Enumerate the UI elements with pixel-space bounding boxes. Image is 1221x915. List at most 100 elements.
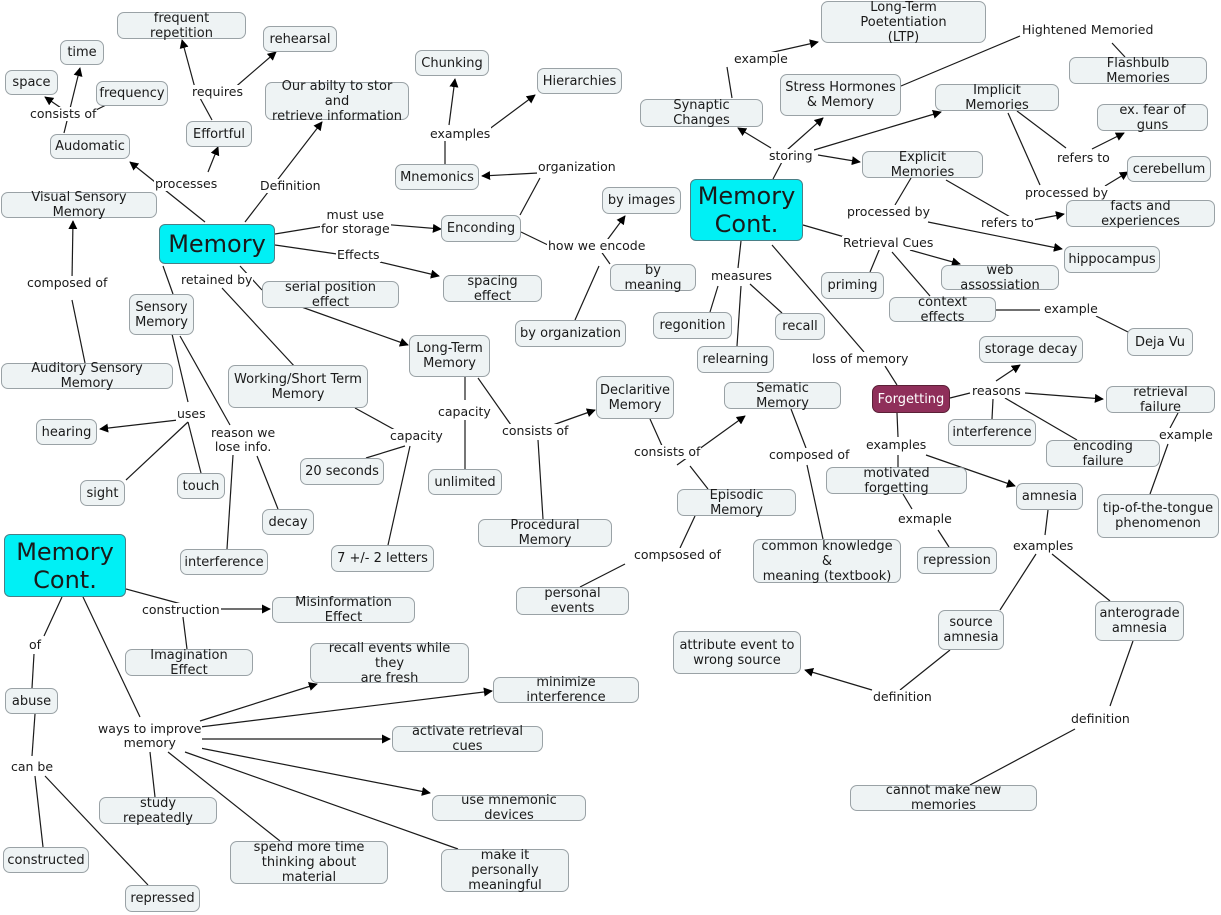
time-node[interactable]: time bbox=[60, 40, 104, 65]
by-images-node[interactable]: by images bbox=[602, 187, 681, 214]
abuse-node[interactable]: abuse bbox=[5, 688, 58, 714]
frequent-repetition-node[interactable]: frequent repetition bbox=[117, 11, 246, 41]
frequency-node[interactable]: frequency bbox=[96, 81, 168, 106]
context-effects-node[interactable]: context effects bbox=[889, 295, 996, 325]
interference-node-2[interactable]: interference bbox=[948, 419, 1036, 446]
memory-cont-node-1[interactable]: Memory Cont. bbox=[690, 179, 803, 241]
cannot-make-node[interactable]: cannot make new memories bbox=[850, 783, 1037, 813]
long-term-node[interactable]: Long-Term Memory bbox=[409, 335, 490, 377]
constructed-node[interactable]: constructed bbox=[3, 847, 89, 873]
hearing-node[interactable]: hearing bbox=[36, 419, 97, 445]
procedural-node[interactable]: Procedural Memory bbox=[478, 518, 612, 548]
visual-sensory-node[interactable]: Visual Sensory Memory bbox=[1, 190, 157, 220]
processed-by-label-2: processed by bbox=[846, 204, 931, 219]
twenty-seconds-node[interactable]: 20 seconds bbox=[300, 458, 384, 485]
connector-line bbox=[63, 67, 83, 134]
recall-node[interactable]: recall bbox=[775, 313, 825, 340]
encoding-failure-node[interactable]: encoding failure bbox=[1046, 439, 1160, 469]
connector-line bbox=[1149, 443, 1169, 495]
flashbulb-node[interactable]: Flashbulb Memories bbox=[1069, 56, 1207, 86]
by-organization-node[interactable]: by organization bbox=[515, 320, 626, 347]
processed-by-label-1: processed by bbox=[1024, 185, 1109, 200]
repressed-node[interactable]: repressed bbox=[125, 885, 200, 912]
priming-node[interactable]: priming bbox=[821, 272, 884, 299]
use-mnemonic-node[interactable]: use mnemonic devices bbox=[432, 793, 586, 823]
rehearsal-node[interactable]: rehearsal bbox=[263, 26, 337, 52]
decay-node[interactable]: decay bbox=[262, 509, 314, 535]
example-label-1: example bbox=[733, 51, 789, 66]
episodic-node[interactable]: Episodic Memory bbox=[677, 488, 796, 518]
unlimited-node[interactable]: unlimited bbox=[428, 469, 502, 495]
space-node[interactable]: space bbox=[5, 70, 58, 95]
automatic-node[interactable]: Audomatic bbox=[50, 134, 130, 159]
working-memory-node[interactable]: Working/Short Term Memory bbox=[228, 365, 368, 408]
forgetting-node[interactable]: Forgetting bbox=[872, 385, 950, 413]
attribute-event-node[interactable]: attribute event to wrong source bbox=[673, 631, 801, 674]
declarative-node[interactable]: Declaritive Memory bbox=[596, 376, 674, 419]
connector-line bbox=[149, 751, 156, 798]
imagination-node[interactable]: Imagination Effect bbox=[125, 648, 253, 678]
stress-hormones-node[interactable]: Stress Hormones & Memory bbox=[780, 74, 901, 116]
connector-line bbox=[999, 553, 1037, 611]
examples-label-2: examples bbox=[865, 437, 928, 452]
hierarchies-node[interactable]: Hierarchies bbox=[537, 68, 622, 94]
common-knowledge-node[interactable]: common knowledge & meaning (textbook) bbox=[753, 539, 901, 584]
amnesia-node[interactable]: amnesia bbox=[1016, 483, 1083, 510]
by-meaning-node[interactable]: by meaning bbox=[610, 263, 696, 293]
fear-of-guns-node[interactable]: ex. fear of guns bbox=[1097, 103, 1208, 133]
definition-text-node[interactable]: Our abilty to stor and retrieve informat… bbox=[265, 79, 409, 124]
connector-line bbox=[937, 529, 950, 548]
auditory-sensory-node[interactable]: Auditory Sensory Memory bbox=[1, 361, 173, 391]
web-association-node[interactable]: web assossiation bbox=[941, 263, 1059, 293]
hightened-label: Hightened Memoried bbox=[1021, 22, 1155, 37]
touch-node[interactable]: touch bbox=[177, 473, 225, 499]
connector-line bbox=[991, 398, 994, 420]
anterograde-node[interactable]: anterograde amnesia bbox=[1095, 601, 1184, 641]
study-repeatedly-node[interactable]: study repeatedly bbox=[99, 796, 217, 826]
effortful-node[interactable]: Effortful bbox=[186, 121, 252, 147]
personal-events-node[interactable]: personal events bbox=[516, 586, 629, 616]
misinformation-node[interactable]: Misinformation Effect bbox=[272, 595, 415, 625]
interference-node-1[interactable]: interference bbox=[180, 549, 268, 575]
implicit-node[interactable]: Implicit Memories bbox=[935, 83, 1059, 113]
tip-of-tongue-node[interactable]: tip-of-the-tongue phenomenon bbox=[1097, 494, 1219, 538]
sensory-memory-node[interactable]: Sensory Memory bbox=[129, 294, 194, 335]
repression-node[interactable]: repression bbox=[917, 547, 997, 574]
relearning-node[interactable]: relearning bbox=[697, 346, 774, 373]
retrieval-failure-node[interactable]: retrieval failure bbox=[1106, 385, 1215, 415]
sight-node[interactable]: sight bbox=[80, 480, 125, 506]
motivated-forgetting-node[interactable]: motivated forgetting bbox=[826, 466, 967, 496]
minimize-interference-node[interactable]: minimize interference bbox=[493, 675, 639, 705]
capacity-label-1: capacity bbox=[389, 428, 444, 443]
recall-fresh-node[interactable]: recall events while they are fresh bbox=[310, 641, 469, 686]
spacing-effect-node[interactable]: spacing effect bbox=[443, 274, 542, 304]
connector-line bbox=[790, 408, 807, 449]
personally-meaningful-node[interactable]: make it personally meaningful bbox=[441, 848, 569, 893]
cerebellum-node[interactable]: cerebellum bbox=[1127, 156, 1211, 182]
seven-letters-node[interactable]: 7 +/- 2 letters bbox=[331, 545, 434, 572]
synaptic-changes-node[interactable]: Synaptic Changes bbox=[640, 98, 763, 128]
facts-experiences-node[interactable]: facts and experiences bbox=[1066, 199, 1215, 229]
connector-line bbox=[448, 78, 459, 126]
connector-line bbox=[869, 247, 881, 273]
deja-vu-node[interactable]: Deja Vu bbox=[1127, 328, 1193, 356]
memory-cont-node-2[interactable]: Memory Cont. bbox=[4, 534, 126, 597]
mnemonics-node[interactable]: Mnemonics bbox=[395, 164, 479, 190]
loss-of-memory-label: loss of memory bbox=[811, 351, 910, 366]
memory-node[interactable]: Memory bbox=[159, 224, 275, 264]
connector-line bbox=[736, 285, 742, 347]
semantic-node[interactable]: Sematic Memory bbox=[724, 381, 841, 411]
uses-label: uses bbox=[176, 406, 207, 421]
serial-position-node[interactable]: serial position effect bbox=[262, 280, 399, 310]
storage-decay-node[interactable]: storage decay bbox=[979, 336, 1083, 363]
activate-cues-node[interactable]: activate retrieval cues bbox=[392, 724, 543, 754]
chunking-node[interactable]: Chunking bbox=[415, 50, 489, 76]
encoding-node[interactable]: Enconding bbox=[441, 215, 521, 242]
recognition-node[interactable]: regonition bbox=[653, 312, 732, 339]
spend-time-node[interactable]: spend more time thinking about material bbox=[230, 840, 388, 885]
hippocampus-node[interactable]: hippocampus bbox=[1064, 246, 1160, 273]
source-amnesia-node[interactable]: source amnesia bbox=[938, 610, 1004, 650]
ltp-node[interactable]: Long-Term Poetentiation (LTP) bbox=[821, 0, 986, 45]
explicit-node[interactable]: Explicit Memories bbox=[862, 150, 983, 180]
